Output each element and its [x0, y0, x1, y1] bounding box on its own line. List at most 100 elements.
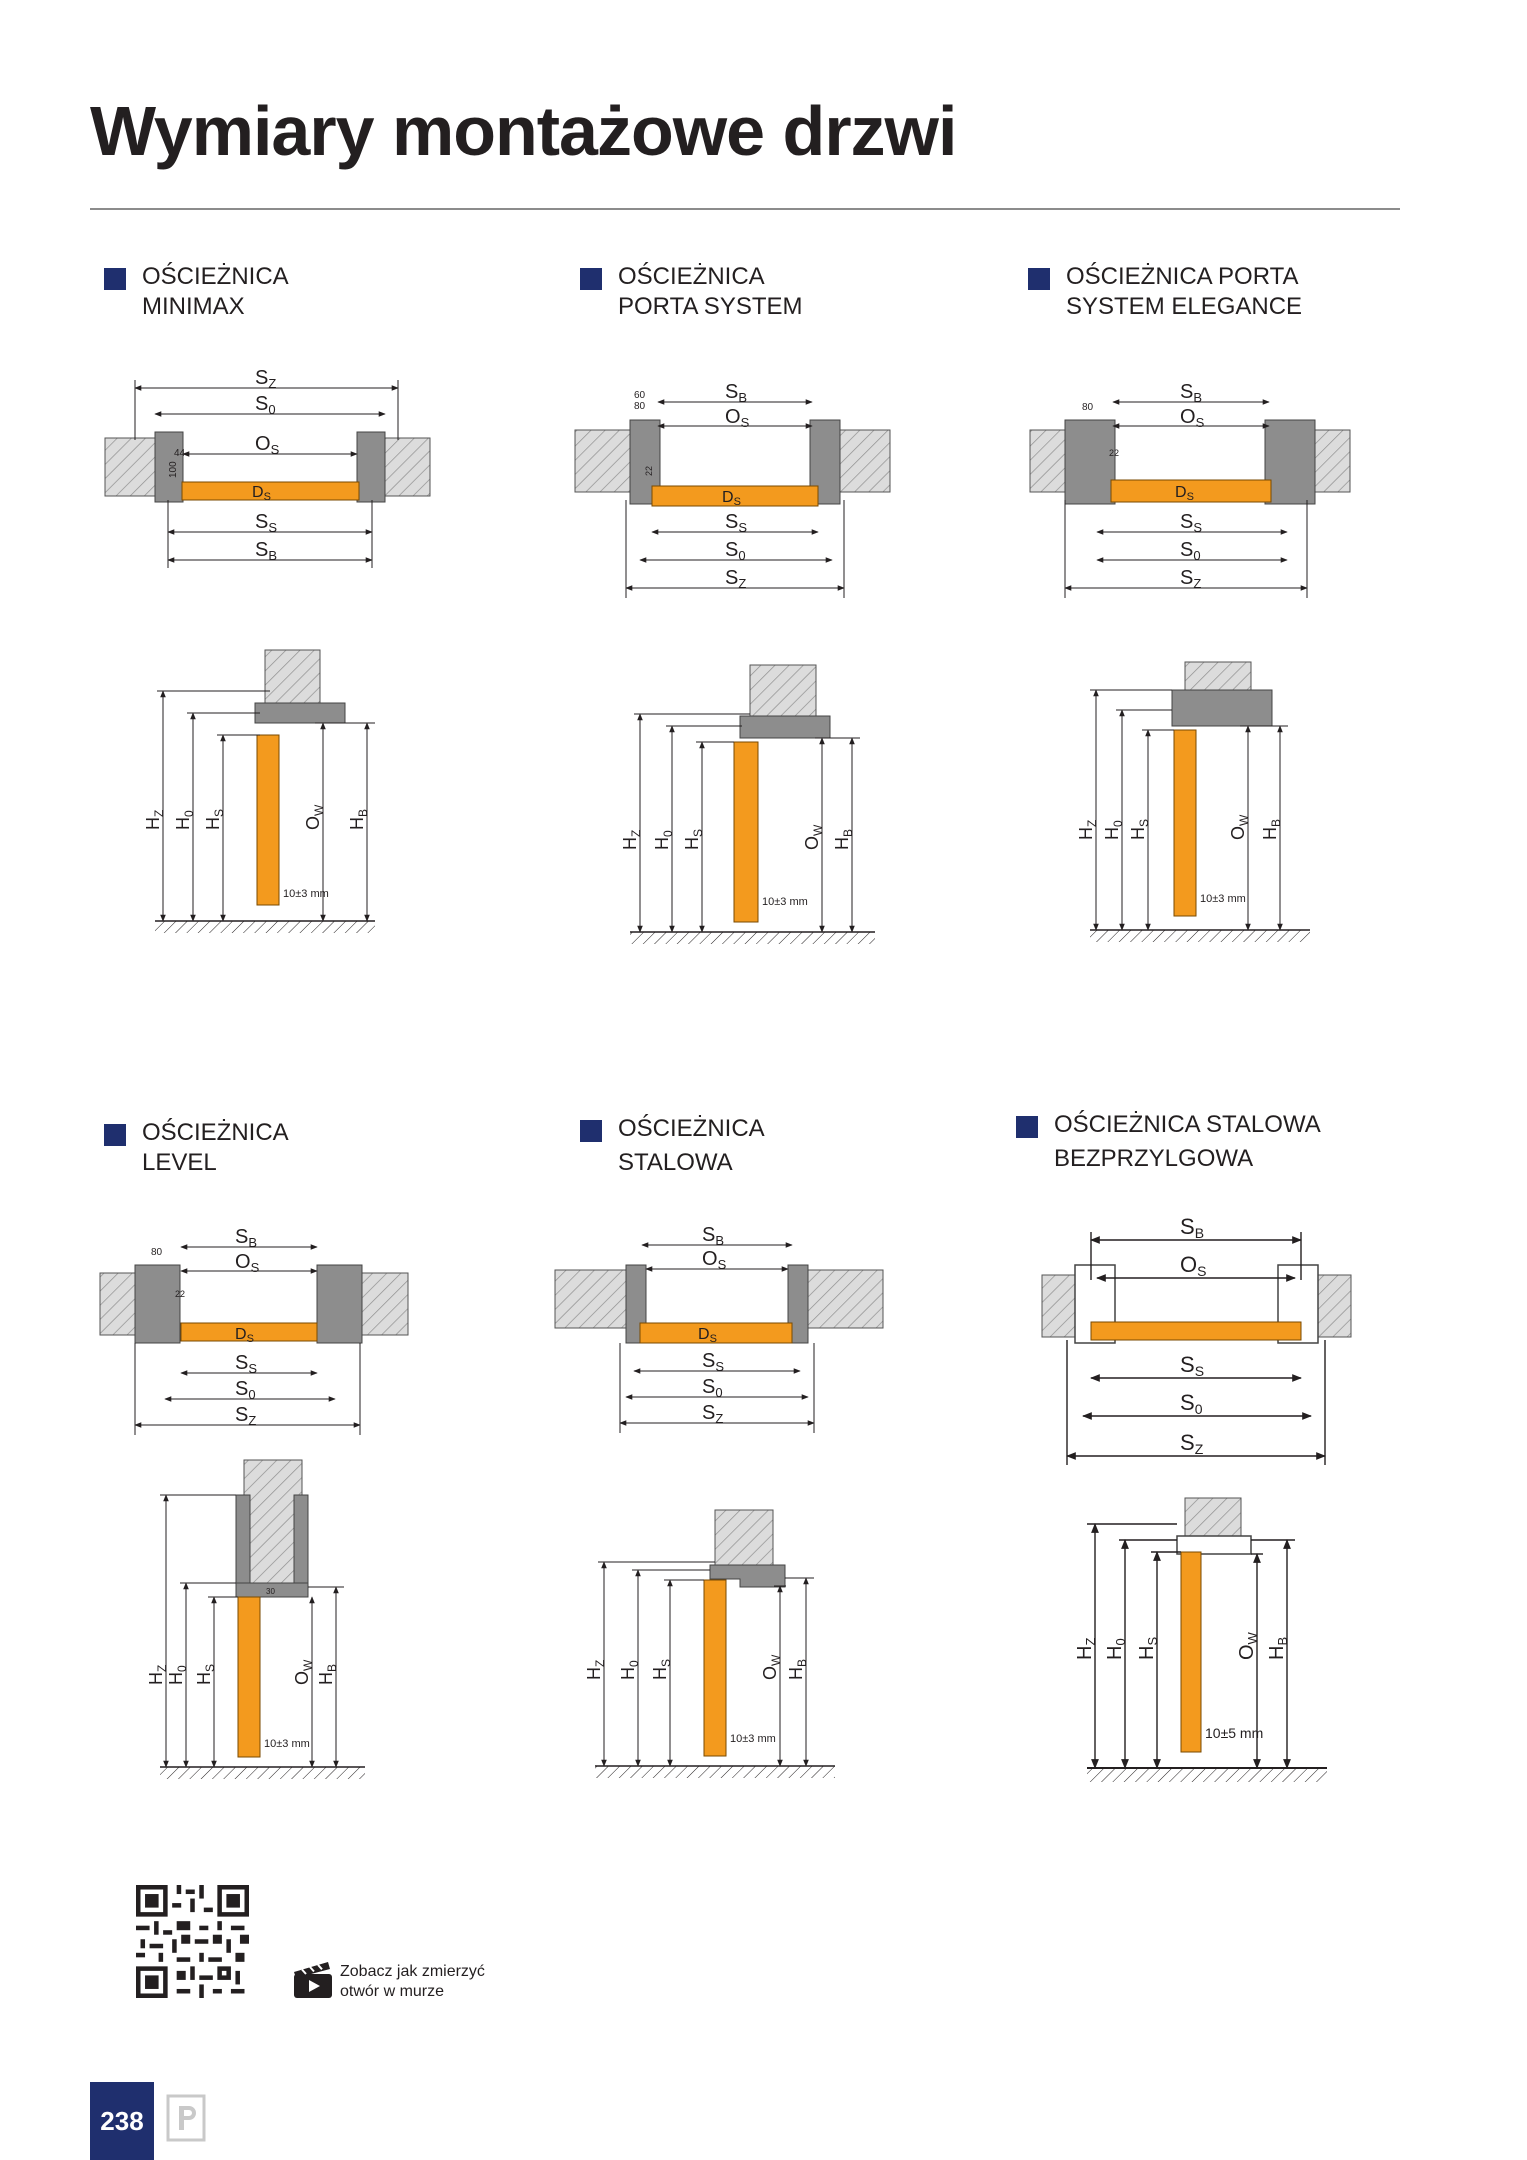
dim-80: 80 [1082, 402, 1094, 413]
dim-hb: HB [786, 1659, 809, 1680]
video-caption[interactable]: Zobacz jak zmierzyć otwór w murze [340, 1962, 540, 2002]
dim-sz: SZ [725, 567, 746, 591]
door-leaf [1110, 479, 1272, 503]
dim-ds: DS [1175, 484, 1194, 503]
section-title-porta-elegance: OŚCIEŻNICA PORTA SYSTEM ELEGANCE [1028, 262, 1303, 322]
dim-h0: H0 [1102, 820, 1125, 840]
floor [155, 921, 375, 933]
dim-hz: HZ [146, 1665, 169, 1685]
dim-22: 22 [644, 466, 654, 476]
height-dimensions [598, 1561, 814, 1767]
dim-os: OS [255, 433, 280, 457]
door-leaf [651, 485, 819, 507]
section-title-line1: OŚCIEŻNICA PORTA [1066, 263, 1299, 290]
door-leaf [181, 481, 360, 501]
dim-s0: S0 [255, 393, 276, 417]
dim-sb: SB [235, 1226, 257, 1250]
frame-right [1264, 419, 1316, 505]
dimension-lines [1066, 1232, 1326, 1465]
floor [630, 932, 875, 944]
dim-ds: DS [252, 484, 271, 503]
section-title-line1: OŚCIEŻNICA [618, 1115, 765, 1142]
wall-right [1312, 1274, 1352, 1338]
dim-ss: SS [255, 511, 277, 535]
section-title-line2: BEZPRZYLGOWA [1054, 1145, 1254, 1172]
floor [1090, 930, 1310, 942]
stalowa-top-view-diagram: SB OS DS SS S0 SZ [554, 1224, 884, 1433]
porta-elegance-side-view-diagram: HZ H0 HS OW HB 10±3 mm [1076, 661, 1310, 942]
video-clapperboard-icon[interactable] [292, 1960, 334, 2000]
dim-os: OS [725, 406, 750, 430]
frame-head [709, 1564, 786, 1588]
frame-left [134, 1264, 181, 1344]
dim-s0: S0 [1180, 539, 1201, 563]
section-bullet [104, 268, 126, 290]
floor [160, 1767, 365, 1779]
dim-h0: H0 [166, 1665, 189, 1685]
section-bullet [1028, 268, 1050, 290]
dim-h0: H0 [173, 810, 196, 830]
level-top-view-diagram: SB OS DS SS S0 SZ 80 22 [99, 1226, 409, 1435]
dim-ds: DS [722, 489, 741, 508]
minimax-top-view-diagram: SZ S0 OS DS SS SB 44 100 [104, 370, 431, 568]
frame-head [235, 1582, 309, 1598]
frame-left [154, 431, 184, 503]
dim-sb: SB [702, 1224, 724, 1248]
dim-44: 44 [174, 448, 186, 459]
wall-left [554, 1269, 631, 1329]
dim-os: OS [1180, 1252, 1206, 1279]
frame-head [739, 715, 831, 739]
dim-sb: SB [1180, 1214, 1204, 1241]
dimension-lines [619, 1242, 815, 1433]
dim-sb: SB [1180, 381, 1202, 405]
frame-head [254, 702, 346, 724]
section-title-line1: OŚCIEŻNICA [142, 1119, 289, 1146]
frame-left [1064, 419, 1116, 505]
dim-22: 22 [175, 1289, 185, 1299]
dim-hs: HS [682, 829, 705, 850]
section-title-level: OŚCIEŻNICA LEVEL [104, 1118, 289, 1178]
dim-hs: HS [203, 809, 226, 830]
porta-system-side-view-diagram: HZ H0 HS OW HB 10±3 mm [620, 664, 875, 944]
section-title-line2: SYSTEM ELEGANCE [1066, 293, 1303, 320]
wall-lintel [749, 664, 817, 721]
wall-left [574, 429, 636, 493]
dim-sz: SZ [255, 370, 276, 391]
dim-hz: HZ [1074, 1638, 1098, 1660]
dim-hz: HZ [620, 830, 643, 850]
door-leaf [180, 1322, 318, 1342]
dim-80: 80 [634, 401, 646, 412]
dim-hs: HS [1136, 1637, 1160, 1660]
dim-100: 100 [168, 461, 179, 478]
dim-hb: HB [832, 829, 855, 850]
wall-left [1041, 1274, 1081, 1338]
section-title-line2: STALOWA [618, 1149, 733, 1176]
section-title-line1: OŚCIEŻNICA STALOWA [1054, 1111, 1321, 1138]
dim-30: 30 [266, 1587, 275, 1596]
frame-right [356, 431, 386, 503]
dim-h0: H0 [618, 1660, 641, 1680]
dim-hs: HS [650, 1659, 673, 1680]
frame-head [293, 1494, 309, 1596]
qr-code-icon[interactable] [136, 1885, 249, 1998]
section-title-stalowa-bezprzylgowa: OŚCIEŻNICA STALOWA BEZPRZYLGOWA [1016, 1110, 1321, 1174]
video-caption-line2: otwór w murze [340, 1983, 445, 2000]
dim-s0: S0 [702, 1376, 723, 1400]
section-title-porta-system: OŚCIEŻNICA PORTA SYSTEM [580, 262, 803, 322]
wall-lintel [264, 649, 321, 713]
dim-h0: H0 [652, 830, 675, 850]
frame-right [809, 419, 841, 505]
dim-hb: HB [347, 809, 370, 830]
porta-system-top-view-diagram: SB OS DS SS S0 SZ 60 80 22 [574, 381, 891, 598]
level-side-view-diagram: HZ H0 HS OW HB 10±3 mm 30 [146, 1459, 365, 1779]
door-leaf [1180, 1551, 1202, 1753]
dim-ow: OW [1228, 814, 1251, 840]
height-dimensions [634, 713, 860, 933]
height-dimensions [1090, 689, 1288, 931]
door-leaf [703, 1579, 727, 1757]
dimension-lines [134, 380, 399, 568]
dim-ss: SS [1180, 1352, 1204, 1379]
door-leaf [1090, 1321, 1302, 1341]
dim-ow: OW [802, 824, 825, 850]
dim-ow: OW [303, 804, 326, 830]
